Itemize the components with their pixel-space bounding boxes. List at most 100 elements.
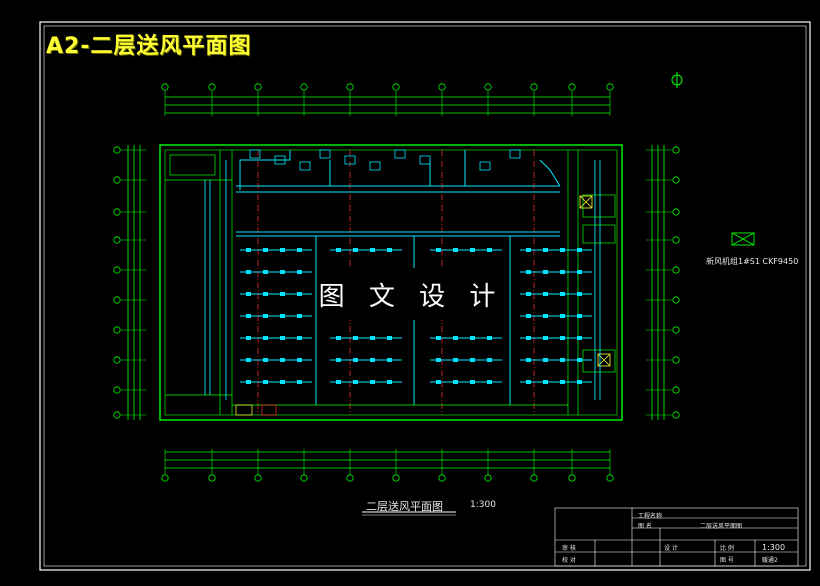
diffuser bbox=[577, 380, 582, 384]
tb-drawing-label: 图 名 bbox=[638, 523, 652, 530]
diffuser bbox=[370, 380, 375, 384]
axis-bubble bbox=[113, 411, 121, 419]
axis-bubble bbox=[113, 326, 121, 334]
diffuser bbox=[487, 336, 492, 340]
diffuser bbox=[263, 358, 268, 362]
drawing-title-underline bbox=[362, 511, 456, 516]
diffuser bbox=[577, 314, 582, 318]
diffuser bbox=[263, 248, 268, 252]
diffuser bbox=[560, 248, 565, 252]
diffuser bbox=[487, 358, 492, 362]
diffuser bbox=[297, 380, 302, 384]
diffuser bbox=[470, 248, 475, 252]
diffuser bbox=[280, 358, 285, 362]
diffuser bbox=[246, 248, 251, 252]
duct-fitting bbox=[299, 161, 311, 171]
diffuser bbox=[526, 336, 531, 340]
diffuser bbox=[560, 292, 565, 296]
diffuser bbox=[453, 248, 458, 252]
axis-bubble bbox=[672, 296, 680, 304]
axis-bubble bbox=[672, 266, 680, 274]
diffuser bbox=[280, 270, 285, 274]
duct-fitting bbox=[249, 149, 261, 159]
diffuser bbox=[297, 314, 302, 318]
tb-check-label: 校 对 bbox=[562, 557, 576, 564]
main-supply-duct bbox=[236, 150, 561, 237]
diffuser bbox=[560, 380, 565, 384]
diffuser bbox=[543, 270, 548, 274]
diffuser bbox=[526, 270, 531, 274]
diffuser bbox=[297, 270, 302, 274]
side-axis-ticks bbox=[113, 146, 680, 419]
diffuser bbox=[543, 380, 548, 384]
diffuser bbox=[336, 380, 341, 384]
axis-bubble bbox=[113, 236, 121, 244]
axis-bubble bbox=[672, 411, 680, 419]
diffuser bbox=[487, 248, 492, 252]
diffuser bbox=[543, 292, 548, 296]
axis-bubble bbox=[672, 208, 680, 216]
diffuser bbox=[577, 248, 582, 252]
tb-number-label: 图 号 bbox=[720, 557, 734, 564]
diffuser bbox=[487, 380, 492, 384]
equipment-label: 新风机组1#S1 CKF9450 bbox=[706, 257, 799, 266]
diffuser bbox=[280, 336, 285, 340]
axis-bubble bbox=[346, 474, 354, 482]
diffuser bbox=[577, 270, 582, 274]
diffuser bbox=[453, 358, 458, 362]
axis-bubble bbox=[113, 266, 121, 274]
diffuser bbox=[263, 314, 268, 318]
diffuser bbox=[387, 358, 392, 362]
axis-bubble bbox=[113, 356, 121, 364]
duct-fitting bbox=[479, 161, 491, 171]
axis-bubble bbox=[606, 83, 614, 91]
axis-bubble bbox=[568, 474, 576, 482]
diffuser bbox=[387, 248, 392, 252]
outer-frame bbox=[39, 21, 811, 571]
diffuser bbox=[297, 336, 302, 340]
diffuser bbox=[470, 358, 475, 362]
duct-fitting bbox=[319, 149, 331, 159]
diffuser bbox=[370, 248, 375, 252]
diffuser bbox=[470, 380, 475, 384]
axis-bubble bbox=[672, 176, 680, 184]
watermark-overlay: 图 文 设 计 bbox=[318, 268, 504, 320]
diffuser bbox=[336, 358, 341, 362]
tb-scale-value: 1:300 bbox=[762, 543, 786, 552]
branch-ducts bbox=[240, 236, 592, 405]
axis-bubble bbox=[530, 83, 538, 91]
bottom-rooms bbox=[232, 404, 568, 416]
diffuser bbox=[436, 358, 441, 362]
diffuser bbox=[526, 380, 531, 384]
diffuser bbox=[370, 336, 375, 340]
diffuser bbox=[263, 270, 268, 274]
diffuser bbox=[297, 292, 302, 296]
axis-bubble bbox=[300, 83, 308, 91]
diffuser bbox=[246, 292, 251, 296]
tb-drawing-name: 二层送风平面图 bbox=[700, 523, 743, 530]
diffuser bbox=[436, 248, 441, 252]
left-riser-duct bbox=[204, 160, 227, 400]
diffuser bbox=[387, 380, 392, 384]
diffuser bbox=[543, 336, 548, 340]
diffuser bbox=[280, 380, 285, 384]
diffuser bbox=[297, 248, 302, 252]
diffuser bbox=[526, 358, 531, 362]
diffuser bbox=[560, 358, 565, 362]
tb-review-label: 审 核 bbox=[562, 545, 576, 552]
drawing-title: 二层送风平面图 bbox=[366, 500, 443, 513]
diffuser bbox=[297, 358, 302, 362]
diffuser bbox=[526, 314, 531, 318]
axis-bubble bbox=[208, 474, 216, 482]
diffuser bbox=[543, 314, 548, 318]
diffuser bbox=[560, 314, 565, 318]
axis-bubble bbox=[208, 83, 216, 91]
north-arrow-icon bbox=[671, 72, 683, 88]
diffuser bbox=[246, 336, 251, 340]
diffuser bbox=[353, 336, 358, 340]
diffuser bbox=[560, 336, 565, 340]
diffuser bbox=[336, 336, 341, 340]
diffuser bbox=[436, 336, 441, 340]
drawing-scale: 1:300 bbox=[470, 500, 496, 510]
axis-bubble bbox=[113, 146, 121, 154]
